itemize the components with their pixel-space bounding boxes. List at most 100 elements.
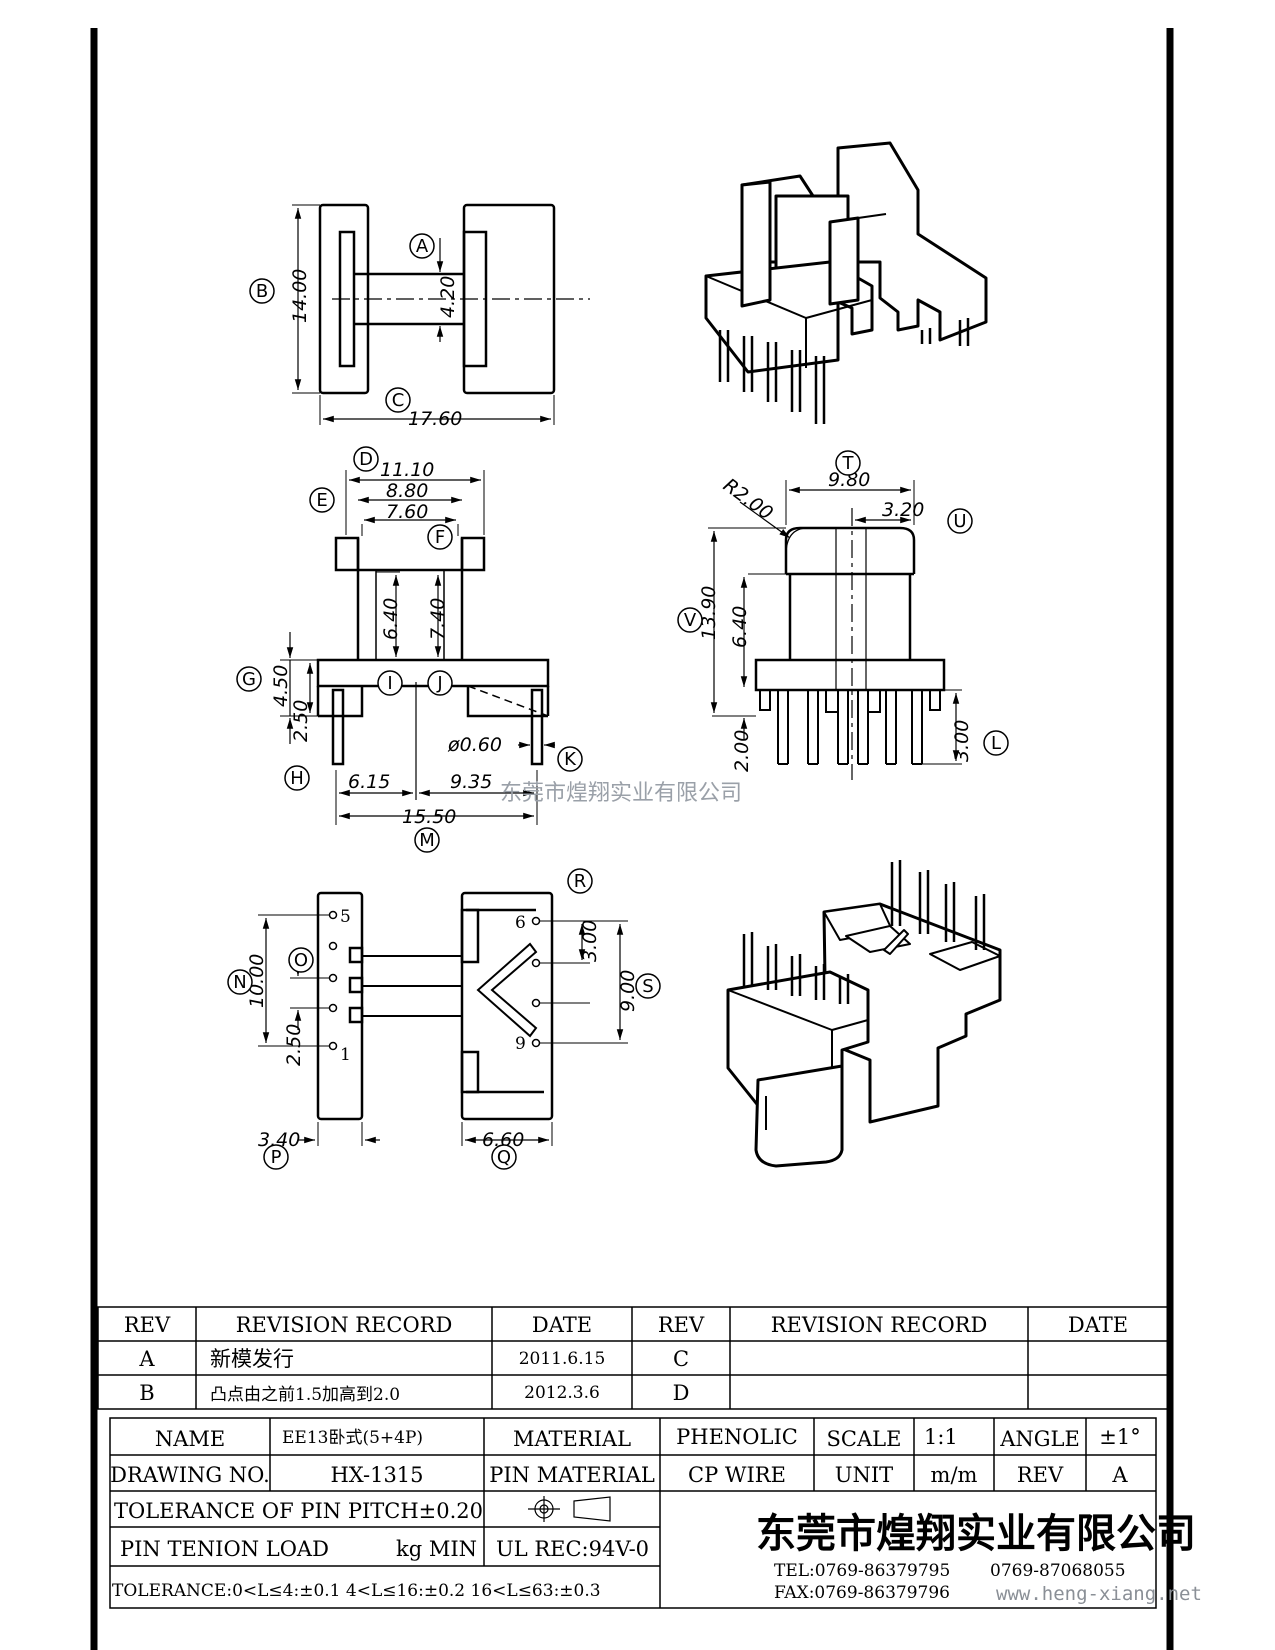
svg-text:S: S: [642, 976, 653, 997]
svg-text:T: T: [842, 453, 855, 474]
svg-text:G: G: [242, 669, 256, 690]
rev-header-rev-2: REV: [658, 1313, 705, 1337]
tb-material-label: MATERIAL: [513, 1427, 631, 1451]
tb-unit-label: UNIT: [835, 1463, 893, 1487]
label-M: M: [414, 827, 440, 853]
dim-15-50: 15.50: [402, 806, 456, 828]
label-I: I: [377, 670, 403, 696]
svg-text:K: K: [564, 749, 577, 770]
label-G: G: [236, 666, 262, 692]
svg-text:I: I: [387, 673, 392, 694]
tb-angle-value: ±1°: [1099, 1425, 1140, 1449]
tb-angle-label: ANGLE: [999, 1427, 1080, 1451]
label-J: J: [427, 670, 453, 696]
revision-table: [97, 1306, 1169, 1410]
front-view: [280, 470, 555, 825]
tb-pin-material-value: CP WIRE: [688, 1463, 786, 1487]
dim-10-00: 10.00: [246, 954, 268, 1008]
rev-header-record-2: REVISION RECORD: [771, 1313, 988, 1337]
dim-8-80: 8.80: [386, 480, 428, 502]
rev-header-record: REVISION RECORD: [236, 1313, 453, 1337]
dim-2-00: 2.00: [731, 730, 753, 772]
label-P: P: [263, 1144, 289, 1170]
dim-9-80: 9.80: [828, 469, 870, 491]
label-E: E: [309, 487, 335, 513]
rev-row-a-rev: A: [138, 1347, 155, 1371]
svg-text:H: H: [290, 768, 304, 789]
dim-3-40: 3.40: [258, 1129, 300, 1151]
tb-ul-rec: UL REC:94V-0: [496, 1537, 649, 1561]
tb-scale-label: SCALE: [827, 1427, 902, 1451]
dim-radius-2-00: R2.00: [719, 474, 777, 524]
dim-14-00: 14.00: [289, 269, 311, 323]
label-C: C: [385, 387, 411, 413]
title-block: [109, 1417, 1157, 1609]
watermark-website: www.heng-xiang.net: [996, 1583, 1202, 1605]
tb-rev-value: A: [1111, 1463, 1128, 1487]
label-N: N: [227, 969, 253, 995]
rev-row-a-date: 2011.6.15: [519, 1349, 606, 1369]
svg-text:B: B: [256, 281, 268, 302]
rev-row-b-rev: B: [139, 1381, 154, 1405]
dim-11-10: 11.10: [380, 459, 434, 481]
label-R: R: [567, 868, 593, 894]
label-A: A: [409, 233, 435, 259]
dim-2-50-bottom: 2.50: [283, 1024, 305, 1066]
label-V: V: [677, 607, 703, 633]
svg-text:C: C: [392, 390, 405, 411]
tb-pin-tension-load: PIN TENION LOAD: [120, 1537, 329, 1561]
rev-row-b-record: 凸点由之前1.5加高到2.0: [210, 1385, 400, 1405]
dim-13-90: 13.90: [698, 586, 720, 640]
tb-tel-2: 0769-87068055: [990, 1561, 1126, 1581]
label-D: D: [353, 446, 379, 472]
dim-9-35: 9.35: [450, 771, 492, 793]
tb-fax: FAX:0769-86379796: [774, 1583, 950, 1603]
isometric-view-top: [704, 141, 988, 424]
svg-text:Q: Q: [497, 1147, 511, 1168]
dim-6-40-side: 6.40: [729, 606, 751, 648]
svg-text:M: M: [419, 830, 435, 851]
tb-tel: TEL:0769-86379795: [774, 1561, 950, 1581]
svg-text:N: N: [233, 972, 246, 993]
label-F: F: [427, 524, 453, 550]
label-Q: Q: [491, 1144, 517, 1170]
dim-4-50: 4.50: [270, 665, 292, 707]
dim-6-40-front: 6.40: [380, 598, 402, 640]
rev-row-a-record: 新模发行: [210, 1347, 294, 1371]
svg-text:P: P: [271, 1147, 282, 1168]
tb-name-value: EE13卧式(5+4P): [282, 1428, 423, 1448]
dim-6-15: 6.15: [348, 771, 390, 793]
rev-header-date-2: DATE: [1068, 1313, 1128, 1337]
projection-symbol-icon: [528, 1496, 611, 1522]
svg-text:L: L: [991, 733, 1001, 754]
label-H: H: [284, 765, 310, 791]
svg-text:V: V: [684, 610, 697, 631]
tb-general-tolerance: TOLERANCE:0<L≤4:±0.1 4<L≤16:±0.2 16<L≤63…: [112, 1581, 601, 1601]
svg-text:J: J: [436, 673, 442, 694]
dim-4-20: 4.20: [437, 276, 459, 318]
label-U: U: [947, 508, 973, 534]
rev-row-b-date: 2012.3.6: [524, 1383, 600, 1403]
tb-name-label: NAME: [155, 1427, 225, 1451]
isometric-view-bottom: [726, 860, 1002, 1168]
dim-3-00-side: 3.00: [951, 720, 973, 762]
tb-unit-value: m/m: [931, 1463, 978, 1487]
tb-rev-label: REV: [1017, 1463, 1064, 1487]
svg-text:R: R: [574, 871, 587, 892]
rev-header-rev: REV: [124, 1313, 171, 1337]
label-L: L: [983, 730, 1009, 756]
label-O: O: [288, 947, 314, 973]
label-K: K: [557, 746, 583, 772]
tb-scale-value: 1:1: [924, 1425, 958, 1449]
label-S: S: [635, 973, 661, 999]
label-B: B: [249, 278, 275, 304]
tb-pin-material-label: PIN MATERIAL: [489, 1463, 655, 1487]
tb-drawing-no-value: HX-1315: [330, 1463, 423, 1487]
tb-company-name: 东莞市煌翔实业有限公司: [756, 1510, 1196, 1557]
dim-9-00: 9.00: [617, 970, 639, 1012]
rev-header-date: DATE: [532, 1313, 592, 1337]
dim-3-20: 3.20: [882, 499, 924, 521]
tb-material-value: PHENOLIC: [676, 1425, 798, 1449]
side-view: [708, 480, 962, 780]
